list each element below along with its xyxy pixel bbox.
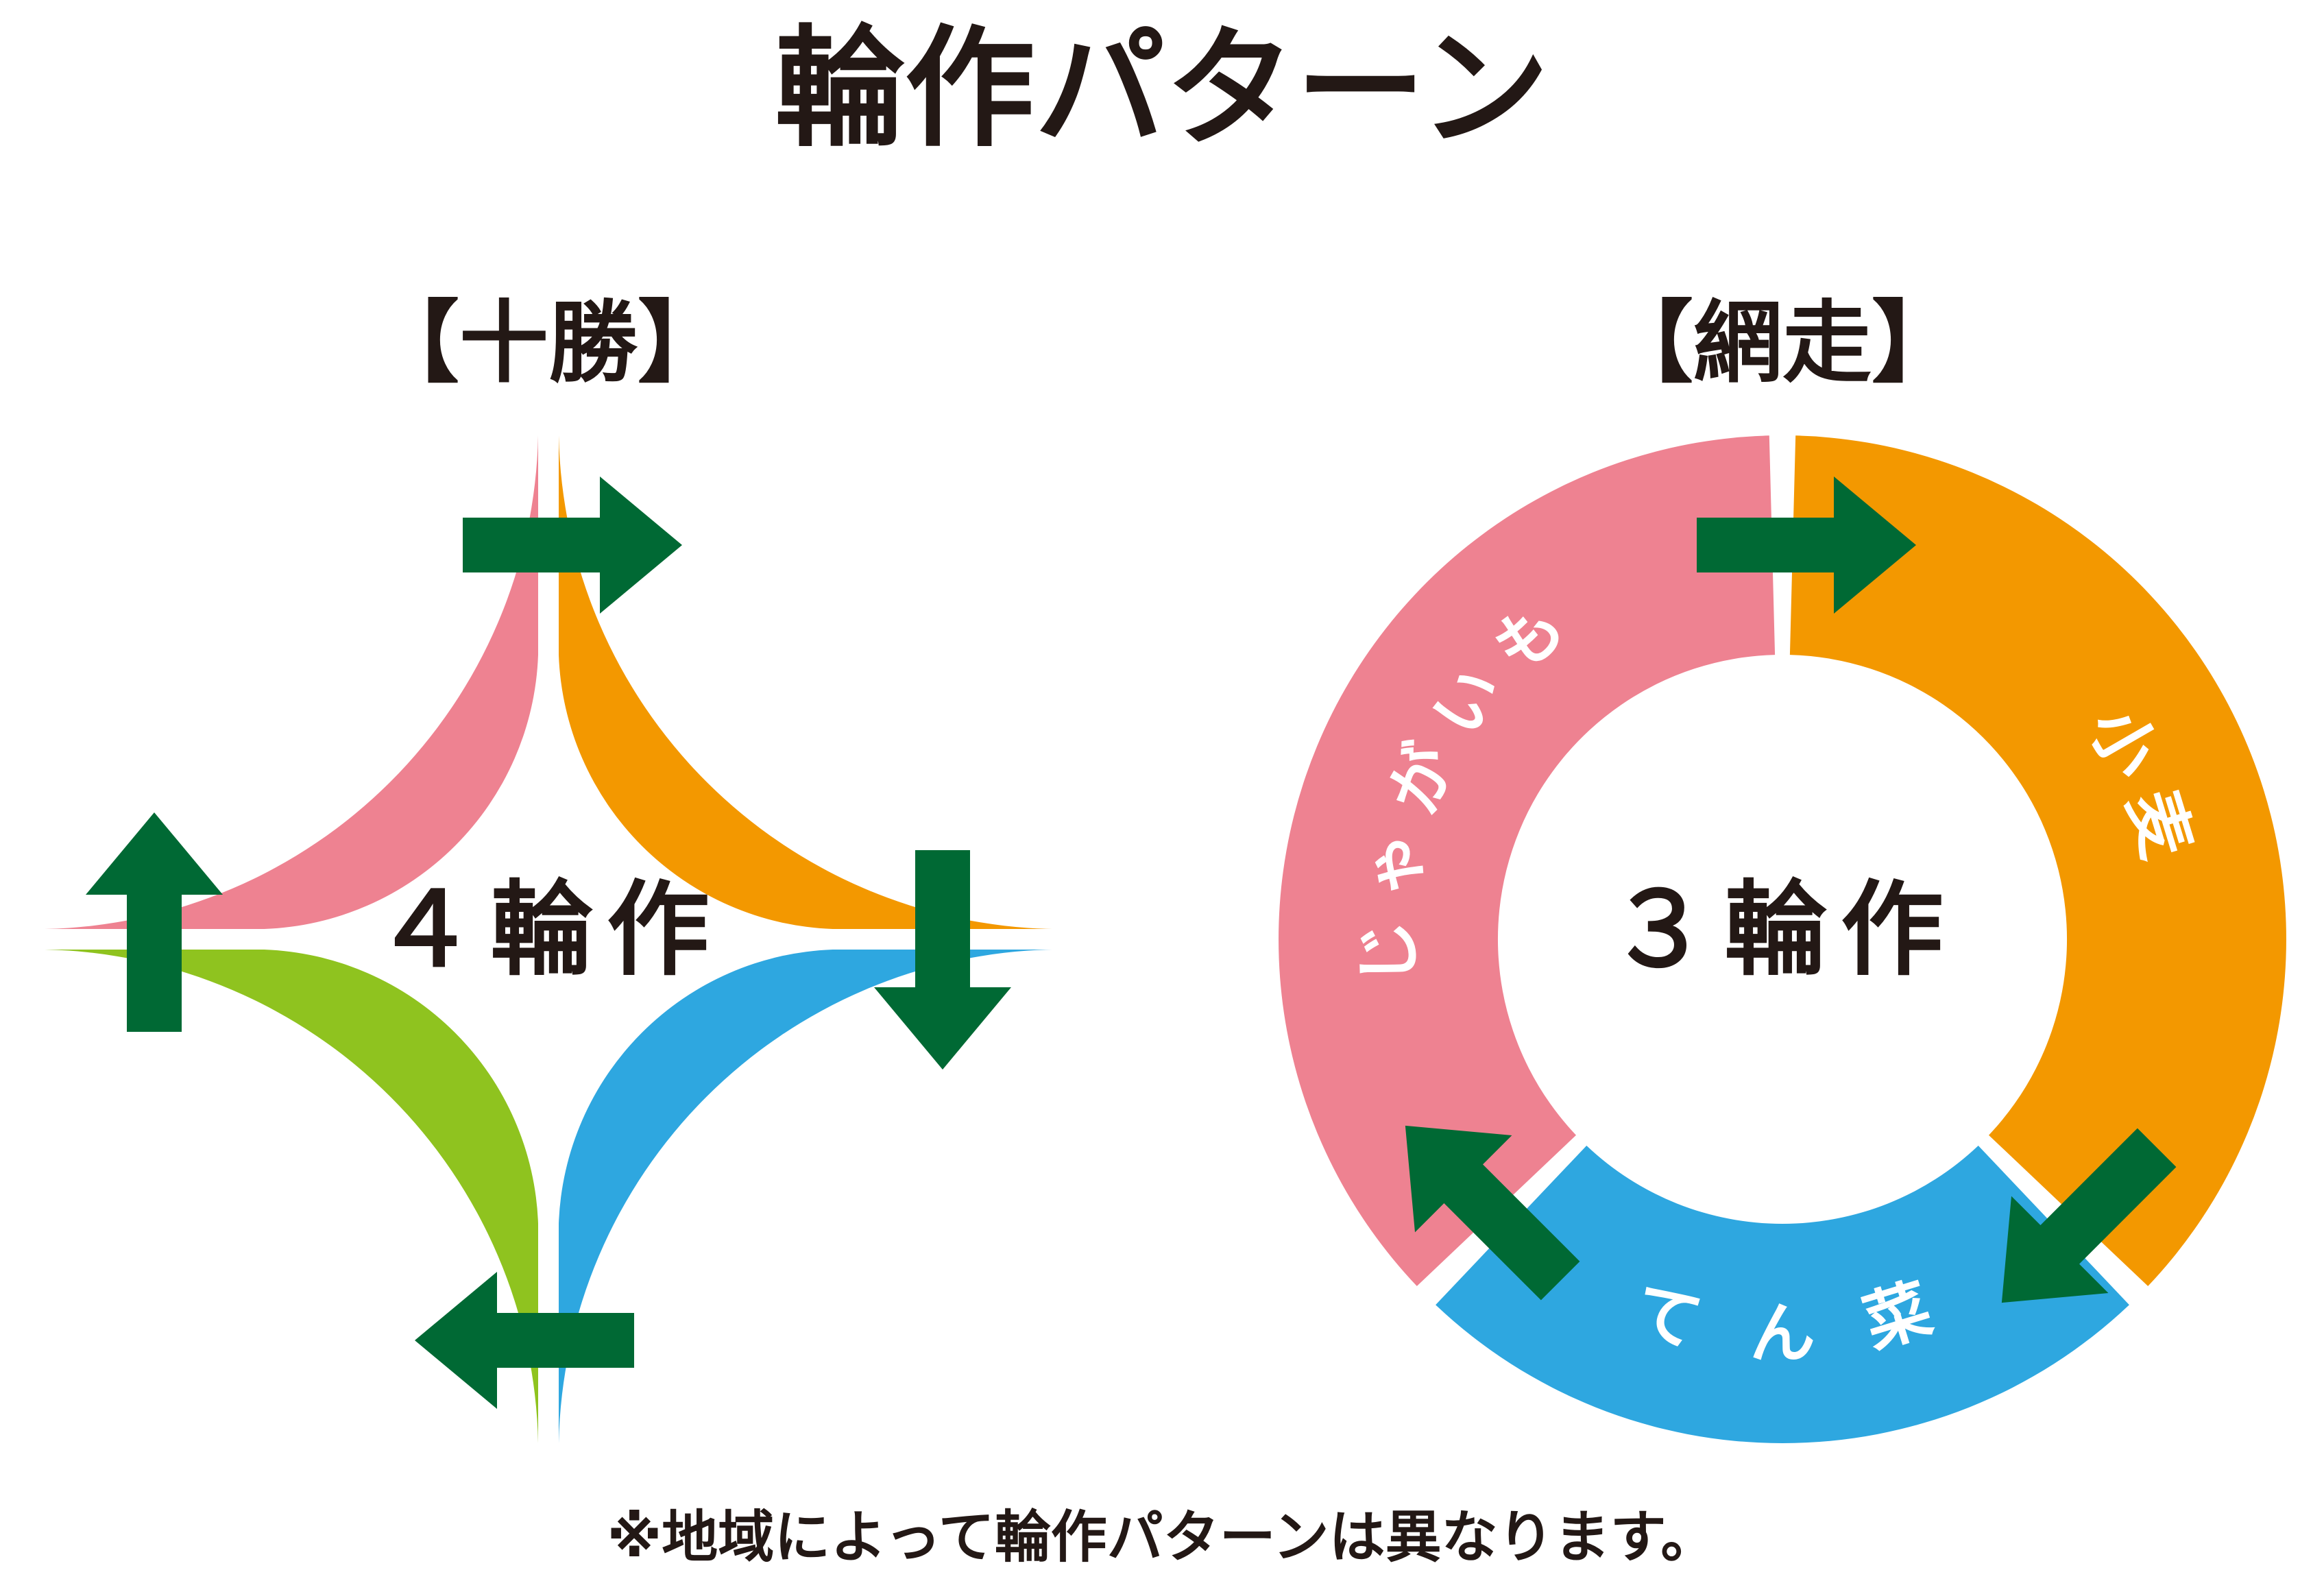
segment-beans	[45, 950, 538, 1443]
segment-label-potato-char: ゃ	[1351, 824, 1439, 904]
segment-potato	[1279, 435, 1776, 1286]
abashiri-arrows	[1405, 476, 2177, 1303]
tokachi-arrows	[86, 476, 1011, 1409]
segment-wheat	[1789, 435, 2286, 1286]
segment-potato	[45, 435, 538, 929]
segment-label-potato-char: じ	[1349, 919, 1428, 987]
page-title: 輪作パターン	[775, 13, 1550, 165]
segment-label-sugarbeet-char: 菜	[851, 1072, 949, 1165]
segment-label-wheat-char: 小	[698, 548, 793, 648]
arrow-right-icon	[463, 476, 682, 614]
segment-label-potato-char: い	[329, 536, 422, 634]
segment-label-potato-char: じ	[143, 727, 240, 819]
center-label-abashiri: ３輪作	[1608, 871, 1957, 990]
center-label-tokachi: ４輪作	[374, 871, 723, 990]
region-label-tokachi: 【十勝】	[370, 291, 727, 395]
segment-wheat	[559, 435, 1052, 929]
segment-sugarbeet	[559, 950, 1052, 1443]
arrow-down-icon	[874, 850, 1011, 1070]
segment-label-sugarbeet-char: て	[725, 1212, 823, 1313]
region-label-abashiri: 【網走】	[1604, 291, 1961, 395]
segment-label-sugarbeet-char: ん	[1750, 1295, 1815, 1372]
arrow-down-left-icon	[2001, 1128, 2177, 1303]
arrow-up-icon	[86, 812, 223, 1032]
abashiri-ring	[1279, 435, 2286, 1444]
abashiri-diagram: 【網走】 じゃがいも小麦てん菜 ３輪作	[1279, 291, 2286, 1444]
segment-sugarbeet	[1436, 1146, 2129, 1444]
tokachi-diagram: 【十勝】 じゃがいも小麦てん菜豆類 ４輪作	[45, 291, 1052, 1443]
arrow-left-icon	[415, 1272, 634, 1409]
segment-label-beans-char: 豆	[131, 1030, 226, 1118]
arrow-right-icon	[1697, 476, 1916, 614]
footnote: ※地域によって輪作パターンは異なります。	[607, 1505, 1717, 1570]
segment-label-sugarbeet-char: ん	[795, 1148, 897, 1248]
segment-label-potato-char: ゃ	[187, 647, 288, 747]
segment-label-wheat-char: 麦	[767, 601, 868, 701]
segment-label-potato-char: が	[251, 582, 350, 683]
segment-label-beans-char: 類	[168, 1105, 269, 1203]
arrow-up-left-icon	[1405, 1125, 1580, 1301]
tokachi-ring	[45, 435, 1052, 1443]
